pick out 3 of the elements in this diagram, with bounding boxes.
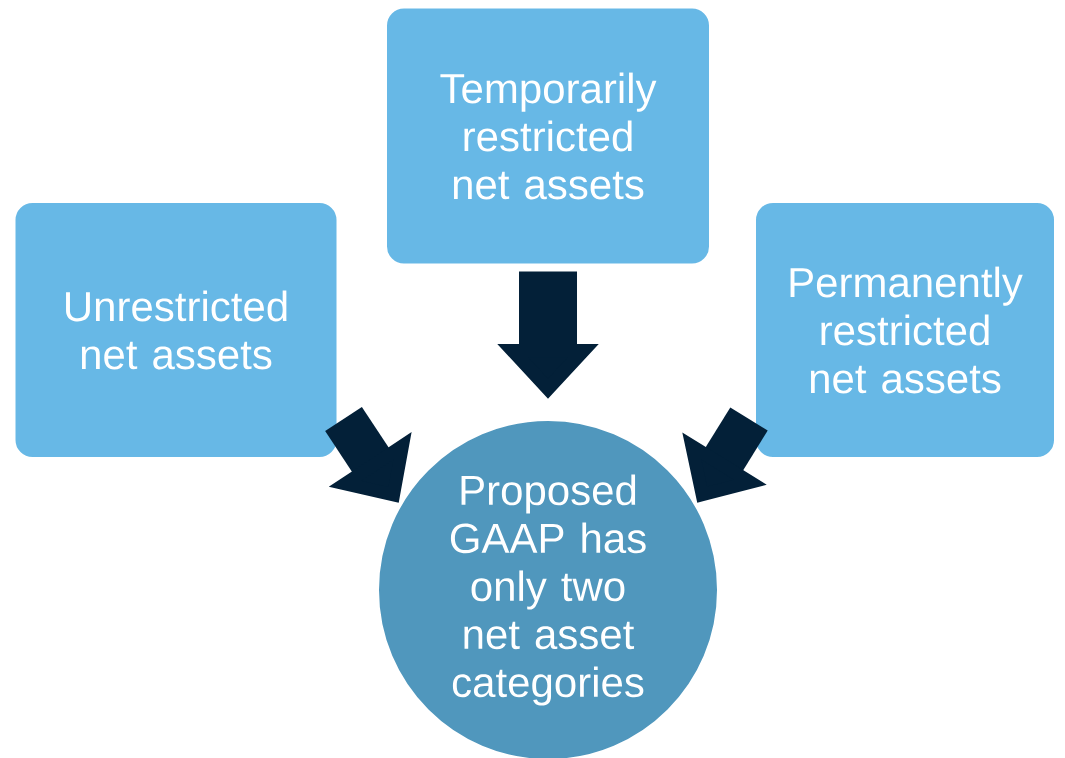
process-box: Temporarily restricted net assets [385,6,711,266]
process-box: Unrestricted net assets [13,201,339,459]
process-box: Permanently restricted net assets [754,201,1056,459]
